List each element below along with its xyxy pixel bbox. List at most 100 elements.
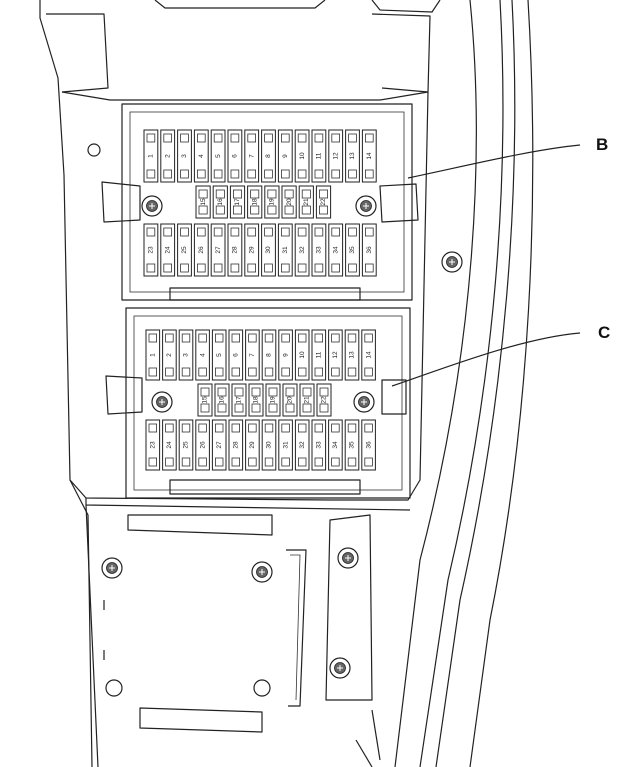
fuse: 29 bbox=[244, 223, 260, 277]
fuse: 21 bbox=[299, 383, 315, 417]
fuse-number: 20 bbox=[287, 396, 294, 404]
fuse: 14 bbox=[361, 129, 377, 183]
fuse: 2 bbox=[162, 329, 177, 381]
fuse: 30 bbox=[261, 419, 277, 471]
fuse: 21 bbox=[298, 185, 314, 219]
fuse: 10 bbox=[294, 129, 310, 183]
fuse-number: 3 bbox=[183, 353, 190, 357]
fuse-number: 11 bbox=[316, 152, 323, 159]
fuse-number: 19 bbox=[270, 396, 277, 404]
fuse-number: 15 bbox=[202, 396, 209, 404]
screw-icon bbox=[441, 251, 463, 273]
fuse-number: 16 bbox=[217, 198, 224, 206]
fuse-number: 12 bbox=[332, 351, 339, 359]
fuse-number: 28 bbox=[232, 246, 239, 254]
fuse: 33 bbox=[311, 419, 327, 471]
fuse-number: 10 bbox=[299, 152, 306, 160]
screw-icon bbox=[251, 561, 273, 583]
fuse: 3 bbox=[177, 129, 192, 183]
fuse: 5 bbox=[211, 329, 227, 381]
fuse-number: 35 bbox=[349, 441, 356, 449]
fuse: 23 bbox=[145, 419, 161, 471]
fuse-box-c bbox=[105, 307, 411, 499]
fuse-number: 18 bbox=[251, 198, 258, 206]
fuse-number: 13 bbox=[349, 152, 356, 160]
fuse-number: 22 bbox=[320, 198, 327, 206]
fuse: 10 bbox=[294, 329, 310, 381]
fuse-number: 35 bbox=[349, 246, 356, 254]
fuse-number: 3 bbox=[181, 154, 188, 158]
fuse-number: 29 bbox=[248, 246, 255, 254]
screw-icon bbox=[141, 195, 163, 217]
fuse: 24 bbox=[162, 419, 177, 471]
fuse-number: 13 bbox=[349, 351, 356, 359]
fuse: 11 bbox=[311, 129, 327, 183]
fuse: 33 bbox=[311, 223, 327, 277]
fuse: 11 bbox=[311, 329, 327, 381]
fuse: 4 bbox=[195, 329, 210, 381]
fuse: 6 bbox=[228, 329, 244, 381]
fuse: 20 bbox=[282, 383, 298, 417]
fuse-number: 8 bbox=[266, 353, 273, 357]
fuse: 8 bbox=[261, 329, 277, 381]
fuse: 27 bbox=[211, 419, 227, 471]
lower-panel bbox=[85, 504, 381, 767]
fuse: 13 bbox=[345, 129, 360, 183]
fuse: 26 bbox=[193, 223, 209, 277]
fuse: 2 bbox=[160, 129, 176, 183]
fuse-number: 6 bbox=[233, 353, 240, 357]
screw-icon bbox=[355, 195, 377, 217]
fuse: 5 bbox=[210, 129, 226, 183]
fuse: 18 bbox=[247, 185, 263, 219]
fuse-number: 25 bbox=[181, 246, 188, 254]
screw-icon bbox=[151, 391, 173, 413]
mounting-screws bbox=[101, 195, 463, 679]
fuse-number: 30 bbox=[266, 441, 273, 449]
fuse: 17 bbox=[231, 383, 247, 417]
fuse-number: 9 bbox=[282, 154, 289, 158]
fuse-number: 24 bbox=[166, 441, 173, 449]
fuse: 22 bbox=[315, 185, 332, 219]
fuse: 12 bbox=[328, 329, 343, 381]
callout-label-c: C bbox=[598, 323, 611, 342]
fuse-number: 15 bbox=[200, 198, 207, 206]
screw-icon bbox=[329, 657, 351, 679]
fuse-number: 28 bbox=[233, 441, 240, 449]
fuse-number: 4 bbox=[198, 154, 205, 158]
fuse-number: 14 bbox=[365, 351, 372, 359]
fuse-number: 34 bbox=[332, 441, 339, 449]
callout-label-b: B bbox=[596, 135, 609, 154]
fuse-number: 27 bbox=[216, 441, 223, 449]
fuse-number: 5 bbox=[215, 154, 222, 158]
fuse-number: 14 bbox=[366, 152, 373, 160]
fuse-number: 31 bbox=[282, 441, 289, 449]
fuse-number: 4 bbox=[199, 353, 206, 357]
fuse: 9 bbox=[278, 329, 293, 381]
fuse-number: 17 bbox=[234, 198, 241, 206]
dashboard-side-panel bbox=[39, 0, 534, 767]
fuse: 7 bbox=[244, 129, 260, 183]
fuse-number: 10 bbox=[299, 351, 306, 359]
fuse: 16 bbox=[212, 185, 228, 219]
fuse: 20 bbox=[281, 185, 297, 219]
fuse: 12 bbox=[328, 129, 344, 183]
fuse-number: 20 bbox=[286, 198, 293, 206]
fuse-number: 16 bbox=[219, 396, 226, 404]
fuse: 3 bbox=[178, 329, 194, 381]
fuse-number: 26 bbox=[199, 441, 206, 449]
fuse: 15 bbox=[195, 185, 211, 219]
fuse: 6 bbox=[227, 129, 243, 183]
fuse-number: 9 bbox=[282, 353, 289, 357]
fuse: 27 bbox=[210, 223, 226, 277]
fuse-number: 22 bbox=[321, 396, 328, 404]
fuse: 1 bbox=[145, 329, 161, 381]
fuse-number: 19 bbox=[269, 198, 276, 206]
fuse: 31 bbox=[277, 223, 293, 277]
